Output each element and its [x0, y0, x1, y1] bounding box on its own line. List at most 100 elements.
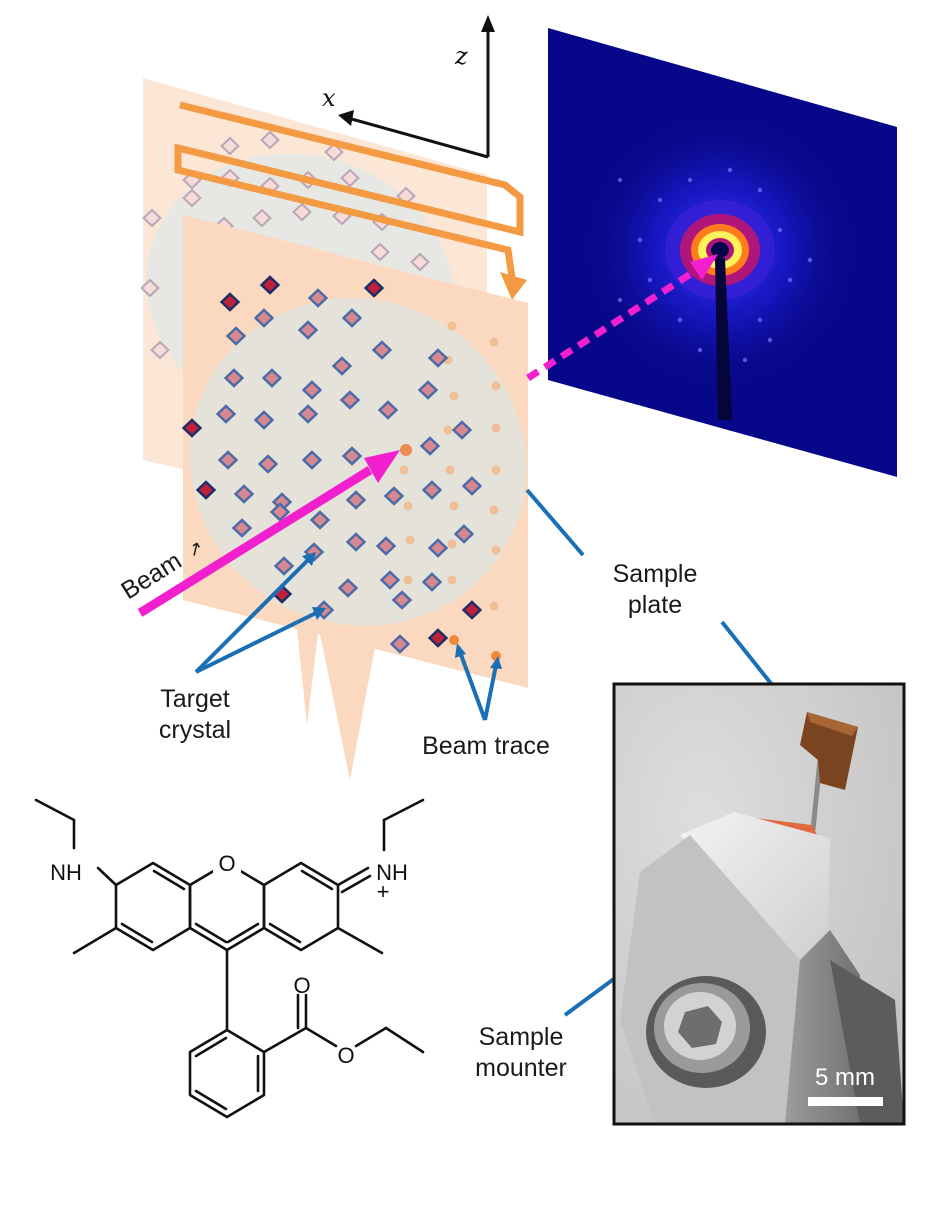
diffraction-spot	[757, 317, 763, 323]
scan-path-arrowhead	[500, 272, 527, 300]
z-axis-arrowhead	[481, 15, 495, 32]
crystal-dark	[427, 628, 449, 648]
crystal	[375, 536, 397, 556]
molecule-structure	[34, 798, 425, 1119]
positive-charge-label: +	[377, 879, 390, 904]
crystal	[217, 450, 239, 470]
crystal	[383, 486, 405, 506]
crystal	[261, 368, 283, 388]
scan-path	[174, 101, 527, 300]
pointer-target-crystal-2	[195, 610, 319, 674]
carbonyl-oxygen-label: O	[293, 973, 310, 998]
faded-crystal	[220, 136, 240, 156]
crystal-dark	[461, 600, 483, 620]
crystal	[377, 400, 399, 420]
scale-bar	[808, 1097, 883, 1106]
incident-beam-arrowhead	[364, 450, 400, 483]
diffraction-spot	[697, 347, 703, 353]
ester-oxygen-label: O	[337, 1043, 354, 1068]
front-sample-plate	[181, 215, 528, 780]
sample-plate-label-1: Sample	[613, 560, 698, 588]
crystal	[223, 368, 245, 388]
front-crystal-grid	[181, 275, 483, 654]
crystal	[421, 572, 443, 592]
crystal	[419, 436, 441, 456]
crystal	[301, 450, 323, 470]
diffraction-spot	[617, 297, 623, 303]
crystal-dark	[195, 480, 217, 500]
beam-trace-dot	[489, 337, 499, 347]
crystal	[345, 490, 367, 510]
faded-crystal	[410, 252, 430, 272]
crystal	[303, 542, 325, 562]
beam-label: Beam	[116, 547, 186, 605]
beam-trace-dot	[449, 501, 459, 511]
crystal	[339, 390, 361, 410]
crystal	[417, 380, 439, 400]
diffraction-spot	[677, 317, 683, 323]
crystal	[341, 446, 363, 466]
crystal	[453, 524, 475, 544]
beam-trace-dot	[491, 545, 501, 555]
diffraction-spot	[637, 237, 643, 243]
diffracted-beam-arrowhead	[690, 254, 718, 280]
crystal	[257, 454, 279, 474]
diffraction-spot	[767, 337, 773, 343]
target-crystal-label-1: Target	[160, 685, 230, 713]
crystal	[269, 502, 291, 522]
x-axis-arrowhead	[338, 110, 354, 126]
crystal-dark	[259, 275, 281, 295]
faded-crystal	[150, 340, 170, 360]
crystal	[225, 326, 247, 346]
pointer-beam-trace-1	[458, 651, 487, 721]
diffraction-spot	[617, 177, 623, 183]
crystal-dark	[181, 418, 203, 438]
faded-crystal	[292, 202, 312, 222]
target-crystal	[400, 444, 412, 456]
right-nh-label: NH	[376, 860, 408, 885]
faded-crystal	[370, 242, 390, 262]
beam-trace-dot	[449, 635, 459, 645]
coordinate-axes	[338, 15, 495, 159]
beam-trace-dot	[445, 465, 455, 475]
plate-stem-right	[313, 600, 380, 780]
crystal	[427, 538, 449, 558]
beam-trace-dot	[491, 381, 501, 391]
crystal	[331, 356, 353, 376]
scale-bar-label: 5 mm	[815, 1064, 875, 1091]
hex-socket-icon	[678, 1006, 722, 1048]
crystal	[379, 570, 401, 590]
beam-trace-dot	[449, 391, 459, 401]
crystal	[297, 404, 319, 424]
faded-crystal	[324, 142, 344, 162]
target-crystal-label-2: crystal	[159, 716, 231, 744]
faded-crystal	[252, 208, 272, 228]
crystal	[307, 288, 329, 308]
right-ring	[262, 861, 340, 952]
crystal	[273, 556, 295, 576]
crystal-dark	[219, 292, 241, 312]
faded-crystal	[142, 208, 162, 228]
diffraction-spot	[807, 257, 813, 263]
ring-oxygen-label: O	[218, 851, 235, 876]
sample-mounter-label-2: mounter	[475, 1054, 567, 1082]
beam-trace-dot	[491, 465, 501, 475]
detector-image	[548, 28, 897, 477]
plate-stem-left	[294, 600, 322, 725]
crystal	[427, 348, 449, 368]
crystal	[253, 308, 275, 328]
pointer-sample-plate	[525, 488, 585, 557]
pointer-beam-trace-2	[483, 664, 498, 721]
beam-trace-dot	[489, 505, 499, 515]
crystal	[389, 634, 411, 654]
crystal	[421, 480, 443, 500]
left-nh-label: NH	[50, 860, 82, 885]
central-ring	[188, 861, 266, 952]
crystal	[215, 404, 237, 424]
diffraction-spot	[727, 167, 733, 173]
beam-trace-dot	[491, 423, 501, 433]
faded-crystal	[140, 278, 160, 298]
crystal	[301, 380, 323, 400]
crystal	[391, 590, 413, 610]
